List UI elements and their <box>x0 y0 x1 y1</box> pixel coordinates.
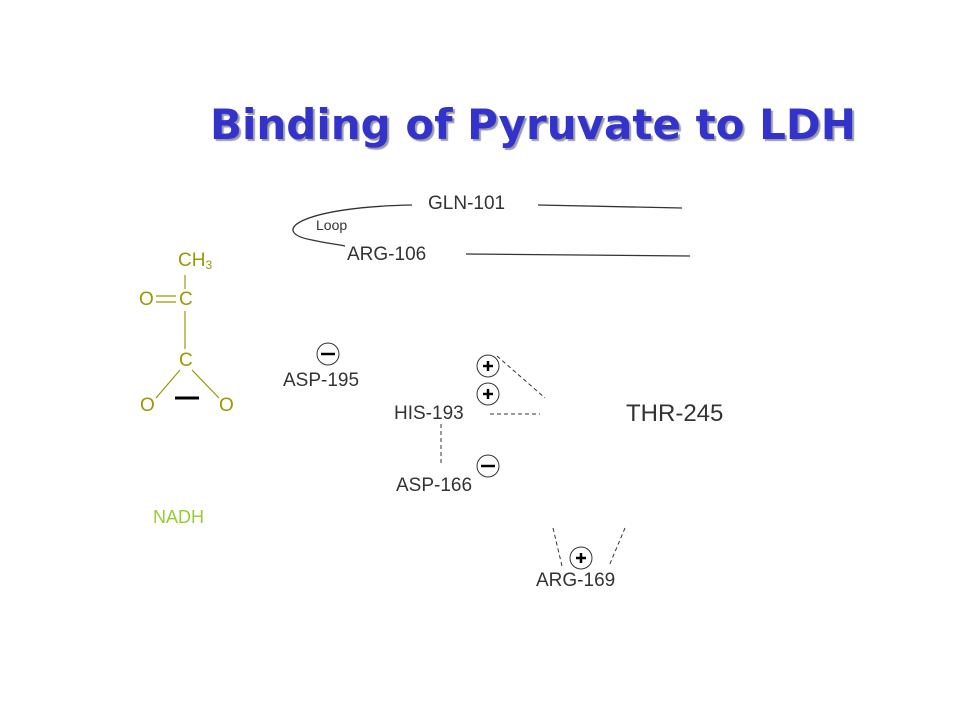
his-thr-dash-diag <box>496 355 546 399</box>
loop-label: Loop <box>316 217 348 233</box>
residue-arg106: ARG-106 <box>347 244 427 265</box>
residue-asp195: ASP-195 <box>283 370 360 391</box>
asp195-negative-charge <box>316 342 340 366</box>
asp166-negative-charge <box>476 454 500 478</box>
arg106-line <box>465 253 691 257</box>
slide-title: Binding of Pyruvate to LDH <box>210 100 856 149</box>
residue-arg169: ARG-169 <box>536 570 616 591</box>
c-o-right-bond <box>191 369 220 399</box>
pyruvate-ch3: CH3 <box>178 250 213 272</box>
residue-his193: HIS-193 <box>394 403 464 424</box>
his193-positive-charge-2 <box>476 382 500 406</box>
residue-asp166: ASP-166 <box>396 475 473 496</box>
pyruvate-carboxyl-oxygen-left: O <box>140 395 155 416</box>
pyruvate-carboxyl-carbon: C <box>179 350 193 371</box>
residue-gln101: GLN-101 <box>428 193 506 214</box>
pyruvate-carboxyl-oxygen-right: O <box>219 395 234 416</box>
loop-curve <box>292 204 413 247</box>
residue-thr245: THR-245 <box>626 400 724 427</box>
c-o-left-bond <box>155 369 181 399</box>
nadh-label: NADH <box>153 507 205 527</box>
arg169-positive-charge <box>569 546 593 570</box>
gln101-line <box>537 204 683 209</box>
arg169-dash-right <box>608 527 626 567</box>
pyruvate-carbonyl-oxygen: O <box>139 289 154 310</box>
his193-positive-charge-1 <box>476 354 500 378</box>
pyruvate-carbonyl-carbon: C <box>179 289 193 310</box>
arg169-dash-left <box>552 527 563 567</box>
